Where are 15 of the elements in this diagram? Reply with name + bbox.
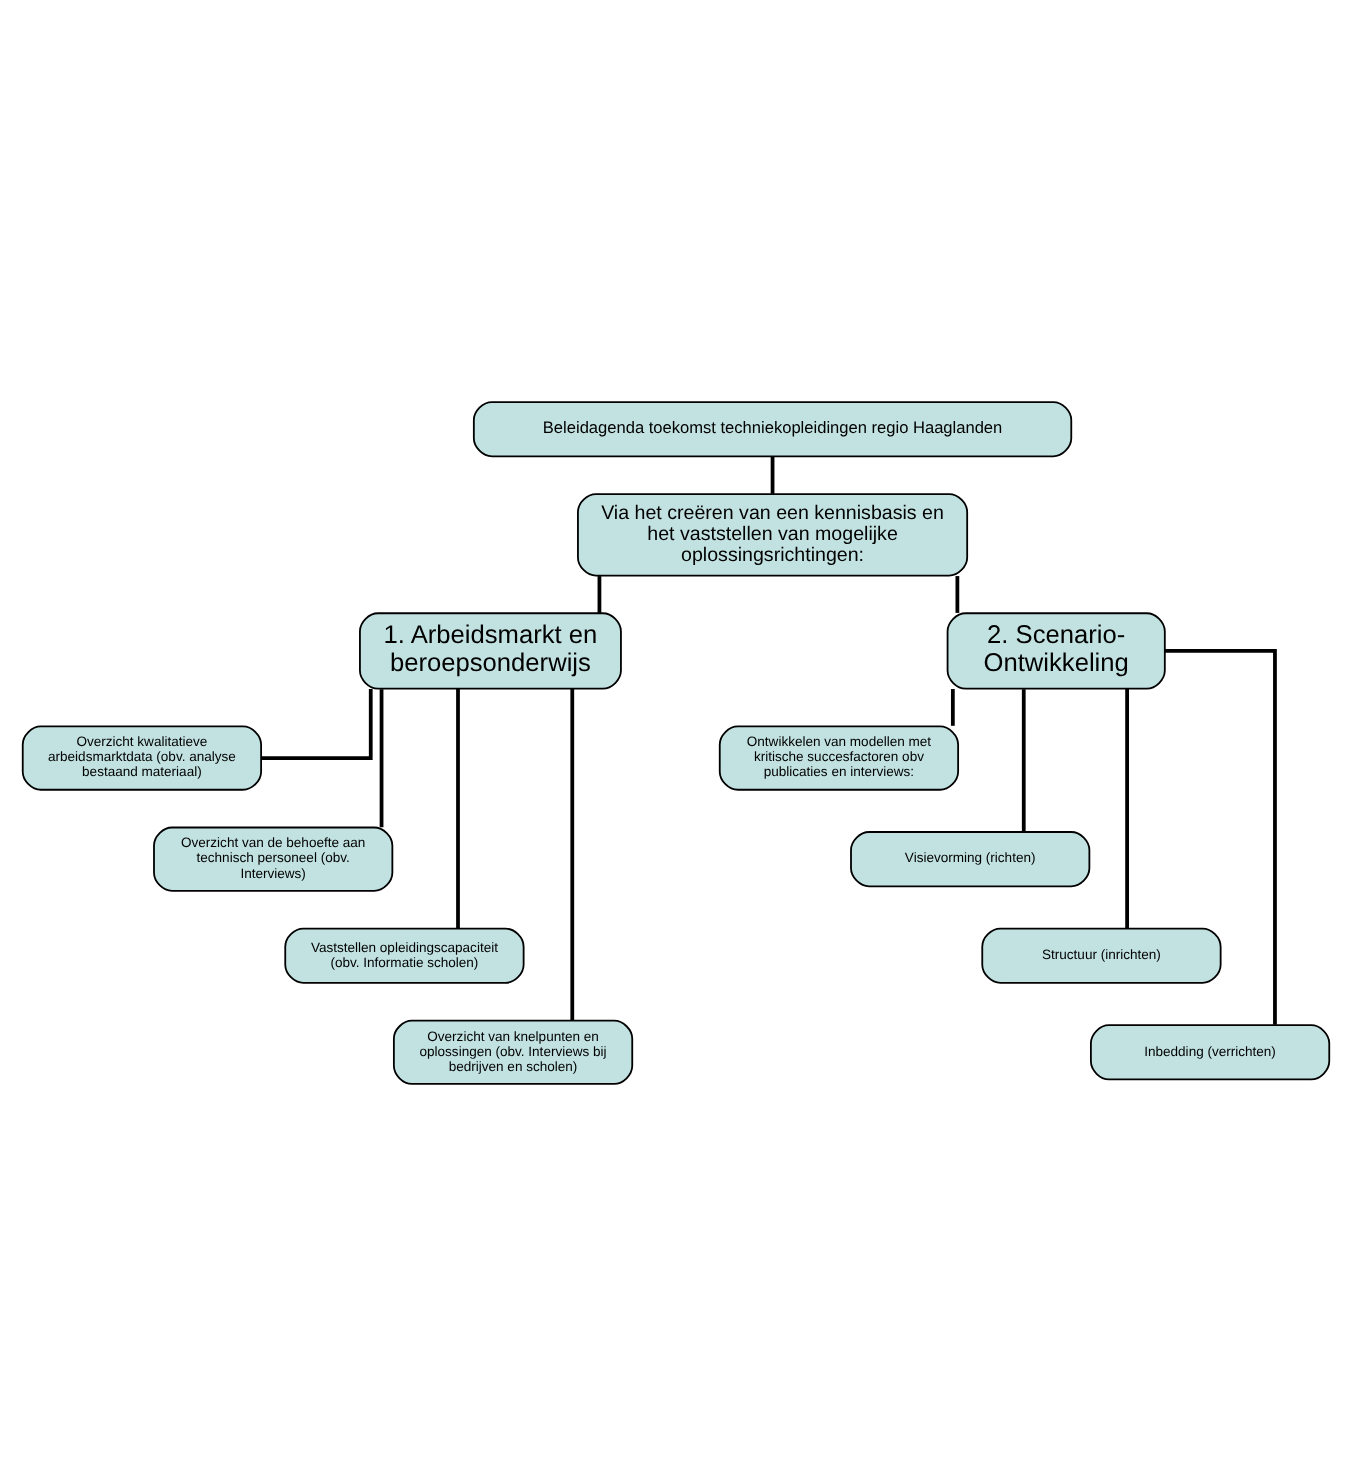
connector <box>456 687 460 928</box>
node-box: 2. Scenario- Ontwikkeling <box>946 611 1166 689</box>
node-box: Via het creëren van een kennisbasis en het vaststellen van mogelijke oplossingsrichtingen: <box>577 492 969 576</box>
node-box: 1. Arbeidsmarkt en beroepsonderwijs <box>359 611 622 689</box>
connector <box>570 687 575 1020</box>
connector <box>770 455 775 493</box>
connector <box>950 688 955 725</box>
connector <box>1021 688 1026 831</box>
connector <box>955 575 960 612</box>
connector <box>597 575 602 612</box>
connector <box>1125 687 1129 928</box>
connector <box>1164 648 1277 1024</box>
connector <box>379 688 384 827</box>
connector <box>261 688 373 759</box>
node-box: Beleidagenda toekomst techniekopleidingen regio Haaglanden <box>472 400 1073 457</box>
